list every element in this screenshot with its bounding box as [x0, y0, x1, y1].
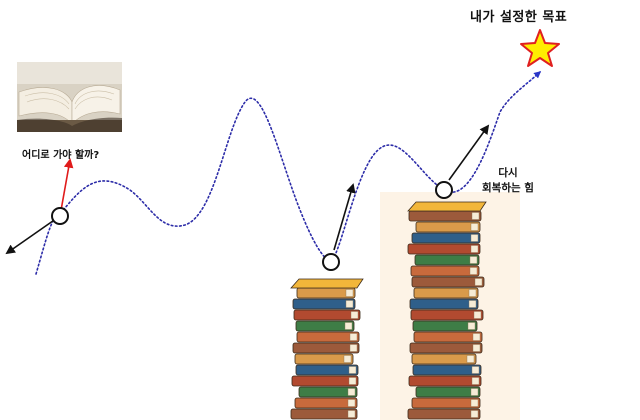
book-pages	[345, 289, 354, 297]
book-pages	[466, 355, 475, 363]
book-spine	[415, 221, 481, 233]
book-pages	[470, 388, 479, 396]
book-spine	[294, 397, 358, 409]
question-arrow	[59, 158, 74, 217]
goal-label: 내가 설정한 목표	[470, 10, 568, 25]
star-icon	[520, 29, 560, 67]
book-pages	[468, 289, 477, 297]
book-pages	[470, 245, 479, 253]
book-pages	[472, 333, 481, 341]
start-node	[51, 207, 69, 225]
book-pages	[467, 322, 476, 330]
book-spine	[410, 265, 480, 277]
book-spine	[290, 408, 358, 420]
recovery-label-line1: 다시	[498, 167, 518, 179]
book-spine	[407, 408, 481, 420]
recovery-label-line2: 회복하는 힘	[482, 182, 534, 194]
open-book-photo	[17, 62, 122, 132]
book-stack-top	[290, 278, 364, 289]
book-spine	[411, 353, 477, 365]
book-spine	[414, 254, 480, 266]
book-spine	[410, 309, 484, 321]
book-pages	[470, 410, 479, 418]
book-pages	[349, 333, 358, 341]
book-pages	[347, 410, 356, 418]
book-stack-top	[407, 201, 487, 212]
rise-arrow-1	[333, 183, 356, 251]
book-spine	[292, 342, 360, 354]
book-spine	[409, 298, 479, 310]
book-spine	[413, 287, 479, 299]
wrong-direction-arrow	[5, 215, 61, 255]
book-spine	[415, 386, 481, 398]
book-pages	[348, 366, 357, 374]
book-pages	[470, 223, 479, 231]
book-pages	[470, 399, 479, 407]
book-spine	[413, 331, 483, 343]
book-pages	[350, 311, 359, 319]
book-spine	[292, 298, 356, 310]
book-pages	[343, 355, 352, 363]
book-spine	[295, 364, 359, 376]
book-pages	[471, 366, 480, 374]
recovery-node	[435, 181, 453, 199]
book-stack-right	[407, 201, 487, 420]
question-label: 어디로 가야 할까?	[22, 150, 100, 161]
book-spine	[411, 276, 485, 288]
book-spine	[412, 364, 482, 376]
book-pages	[474, 278, 483, 286]
book-spine	[409, 342, 483, 354]
book-spine	[295, 320, 355, 332]
book-spine	[293, 309, 361, 321]
book-pages	[471, 377, 480, 385]
book-pages	[344, 322, 353, 330]
book-spine	[408, 210, 482, 222]
book-spine	[291, 375, 359, 387]
book-pages	[470, 234, 479, 242]
book-pages	[347, 388, 356, 396]
book-spine	[294, 353, 354, 365]
book-pages	[473, 311, 482, 319]
book-pages	[348, 377, 357, 385]
journey-path	[35, 71, 541, 275]
book-spine	[407, 243, 481, 255]
book-pages	[345, 300, 354, 308]
rise-arrow-2	[448, 124, 490, 181]
book-spine	[411, 397, 481, 409]
goal-arrow	[525, 71, 542, 85]
book-spine	[298, 386, 358, 398]
book-pages	[469, 267, 478, 275]
low-node	[322, 253, 340, 271]
book-pages	[469, 256, 478, 264]
book-spine	[408, 375, 482, 387]
book-pages	[471, 212, 480, 220]
book-pages	[347, 399, 356, 407]
book-spine	[412, 320, 478, 332]
book-spine	[296, 331, 360, 343]
book-stack-left	[290, 278, 364, 420]
recovery-label: 다시 회복하는 힘	[482, 166, 534, 196]
book-spine	[411, 232, 481, 244]
book-pages	[468, 300, 477, 308]
book-pages	[472, 344, 481, 352]
book-pages	[349, 344, 358, 352]
